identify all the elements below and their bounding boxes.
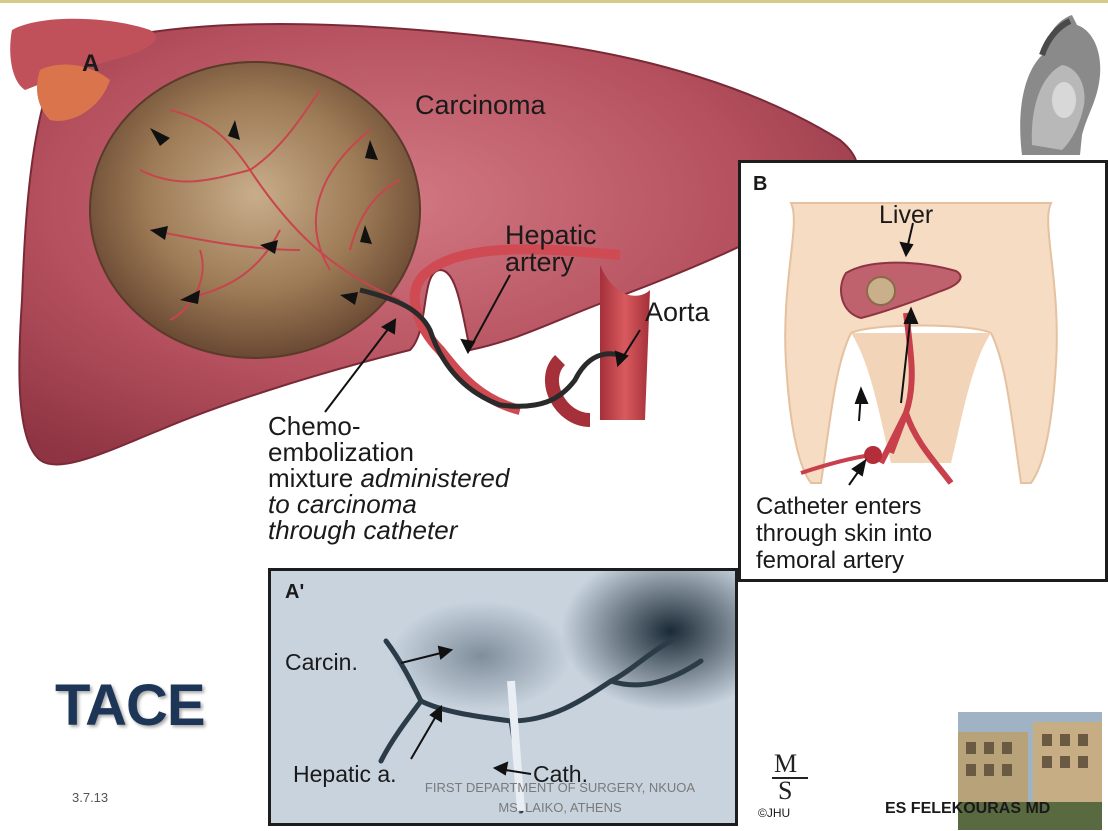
hepatic-artery-label-line1: Hepatic [505, 222, 597, 249]
chemo-line3: mixture administered [268, 465, 509, 491]
slide-title: TACE [55, 672, 205, 739]
catheter-line1: Catheter enters [756, 493, 932, 520]
catheter-line2: through skin into [756, 520, 932, 547]
panel-a-letter: A [82, 50, 99, 78]
catheter-caption: Catheter enters through skin into femora… [756, 493, 932, 574]
footer-affiliation-line2: MS, LAIKO, ATHENS [395, 798, 725, 818]
svg-text:S: S [778, 776, 792, 805]
panel-b-letter: B [753, 173, 767, 196]
hepatic-artery-label: Hepatic artery [505, 222, 597, 276]
panel-b: B Liver Catheter enters through skin int… [738, 160, 1108, 582]
chemo-line5: through catheter [268, 517, 509, 543]
liver-label: Liver [879, 201, 933, 230]
slide-date: 3.7.13 [72, 790, 108, 805]
hepatic-artery-label-line2: artery [505, 249, 597, 276]
jhu-logo-text: ©JHU [758, 806, 790, 820]
chemo-line4: to carcinoma [268, 491, 509, 517]
svg-text:M: M [774, 749, 797, 778]
footer-affiliation-line1: FIRST DEPARTMENT OF SURGERY, NKUOA [395, 778, 725, 798]
slide-author: ES FELEKOURAS MD [885, 800, 1050, 818]
chemo-line1: Chemo- [268, 413, 509, 439]
catheter-line3: femoral artery [756, 547, 932, 574]
chemo-label: Chemo- embolization mixture administered… [268, 413, 509, 543]
carcinoma-label: Carcinoma [415, 90, 546, 121]
aorta-label: Aorta [645, 297, 710, 328]
footer-affiliation: FIRST DEPARTMENT OF SURGERY, NKUOA MS, L… [395, 778, 725, 818]
athena-helmet-logo [1002, 5, 1106, 160]
chemo-line2: embolization [268, 439, 509, 465]
carcinoma-tumor [90, 62, 420, 358]
